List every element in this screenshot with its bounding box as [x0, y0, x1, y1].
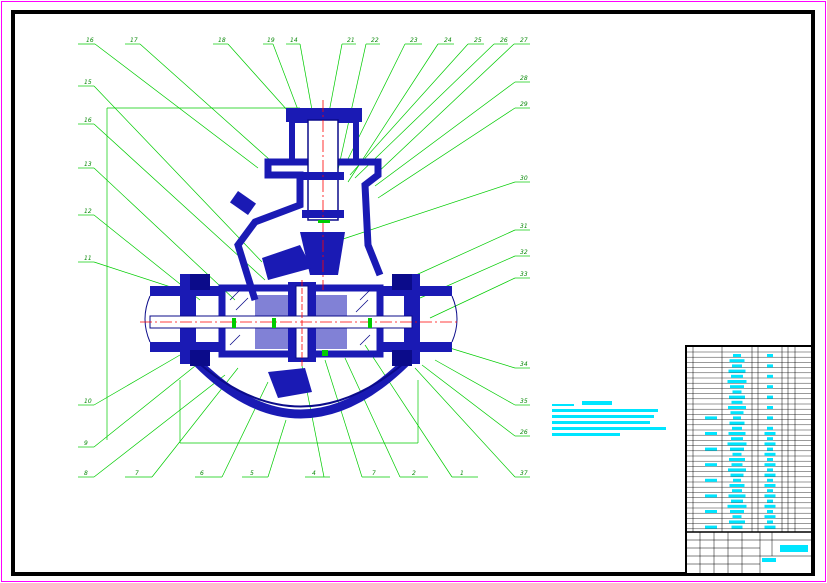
part-label: 32 [520, 249, 528, 256]
part-label: 4 [312, 470, 316, 477]
part-label: 28 [520, 75, 528, 82]
part-label: 14 [290, 37, 298, 44]
part-label: 27 [520, 37, 528, 44]
part-label: 8 [84, 470, 88, 477]
part-label: 19 [267, 37, 275, 44]
part-label: 6 [200, 470, 204, 477]
part-label: 1 [460, 470, 464, 477]
part-label: 7 [135, 470, 139, 477]
part-label: 26 [520, 429, 528, 436]
technical-notes [552, 401, 666, 436]
part-label: 2 [412, 470, 416, 477]
part-label: 26 [500, 37, 508, 44]
part-label: 5 [250, 470, 254, 477]
part-label: 29 [520, 101, 528, 108]
part-label: 37 [520, 470, 528, 477]
part-label: 11 [84, 255, 92, 262]
differential-assembly-section [140, 100, 460, 419]
part-label: 12 [84, 208, 92, 215]
parts-list-title-block [685, 345, 813, 575]
part-label: 34 [520, 361, 528, 368]
drawing-frame [11, 10, 815, 576]
part-label: 33 [520, 271, 528, 278]
part-label: 16 [86, 37, 94, 44]
part-label: 13 [84, 161, 92, 168]
part-label: 17 [130, 37, 138, 44]
part-label: 30 [520, 175, 528, 182]
part-label: 25 [474, 37, 482, 44]
part-label: 18 [218, 37, 226, 44]
leader-lines [78, 43, 530, 478]
part-label: 23 [410, 37, 418, 44]
part-label: 7 [372, 470, 376, 477]
part-label: 21 [347, 37, 355, 44]
part-label: 22 [371, 37, 379, 44]
part-label: 9 [84, 440, 88, 447]
part-label: 31 [520, 223, 528, 230]
part-label: 10 [84, 398, 92, 405]
part-label: 16 [84, 117, 92, 124]
part-label: 35 [520, 398, 528, 405]
part-label: 15 [84, 79, 92, 86]
part-label: 24 [444, 37, 452, 44]
